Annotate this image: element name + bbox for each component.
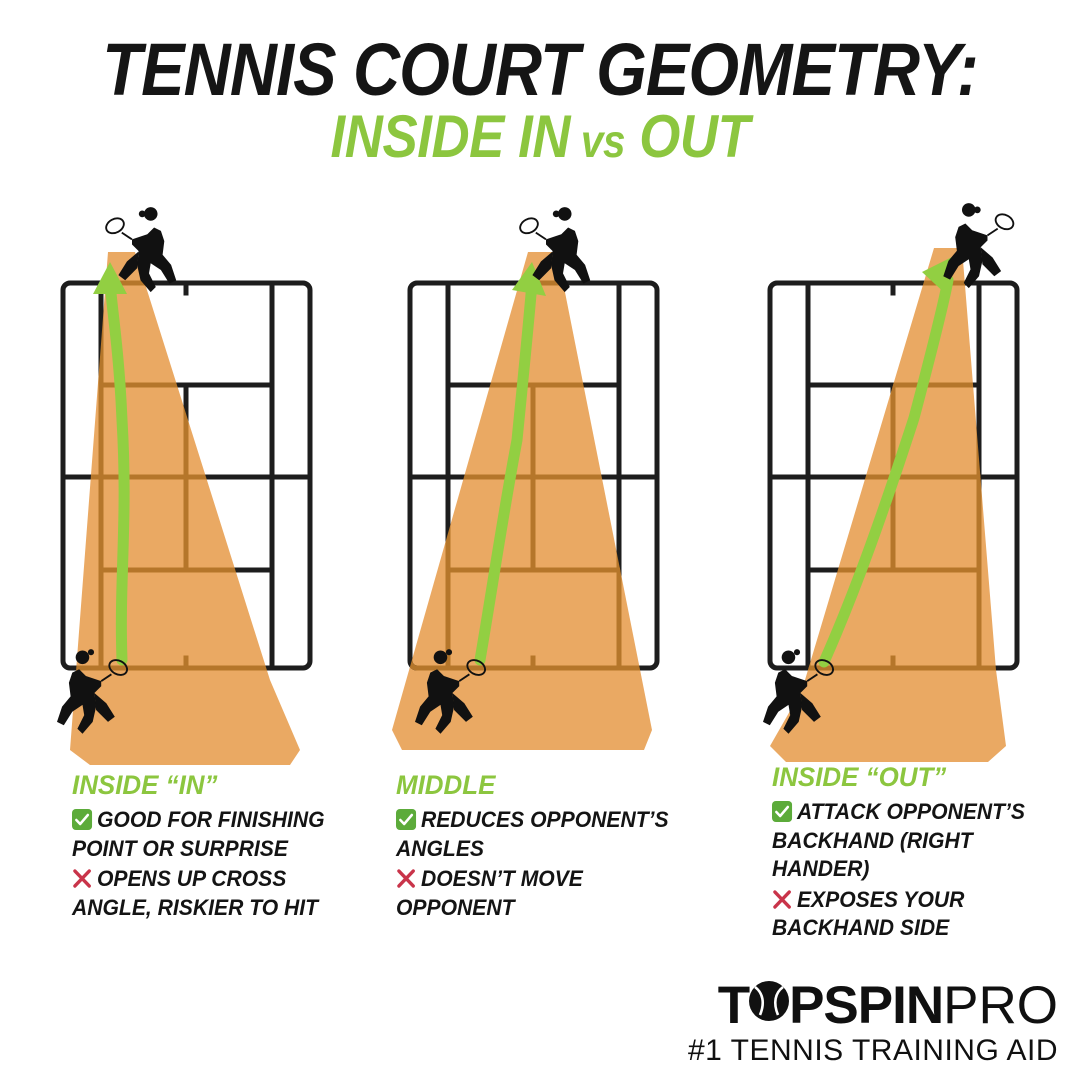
pro-bullet: GOOD FOR FINISHING POINT OR SURPRISE [72,806,360,863]
title-vs-word: vs [580,115,626,168]
cross-icon [396,868,416,889]
title-line-secondary: INSIDE IN vs OUT [65,105,1015,169]
column-heading: MIDDLE [396,770,496,800]
shot-path-arrow [474,276,538,666]
logo-brand-bold-a: T [717,976,750,1035]
pro-bullet: ATTACK OPPONENT’S BACKHAND (RIGHT HANDER… [772,798,1060,884]
con-bullet: EXPOSES YOUR BACKHAND SIDE [772,886,1060,943]
page-title: TENNIS COURT GEOMETRY: INSIDE IN vs OUT [0,28,1080,169]
opponent-player-silhouette [519,207,591,293]
shot-arrow-head [922,256,954,296]
logo-tagline: #1 TENNIS TRAINING AID [688,1034,1058,1067]
hitting-player-silhouette [763,649,834,734]
opponent-player-silhouette [943,203,1015,289]
middle-text-block: MIDDLE REDUCES OPPONENT’S ANGLES DOESN’T… [396,770,696,924]
cross-icon [72,868,92,889]
shot-path-arrow [818,274,954,668]
shot-arrow-head [512,262,546,296]
title-out: OUT [639,103,750,171]
logo-brand-bold-b: PSPIN [789,976,944,1035]
pro-bullet-text: REDUCES OPPONENT’S ANGLES [396,807,669,861]
inside-out-court [706,190,1080,770]
logo-brand-light: PRO [943,976,1058,1035]
con-bullet-text: OPENS UP CROSS ANGLE, RISKIER TO HIT [72,866,319,920]
inside-in-text-block: INSIDE “IN” GOOD FOR FINISHING POINT OR … [72,770,372,924]
shot-path-arrow [104,276,130,666]
title-line-primary: TENNIS COURT GEOMETRY: [102,28,978,111]
con-bullet-text: EXPOSES YOUR BACKHAND SIDE [772,886,965,941]
con-bullet-text: DOESN’T MOVE OPPONENT [396,866,583,920]
column-heading: INSIDE “OUT” [772,762,947,792]
title-vs [570,115,581,167]
check-icon [396,809,417,830]
title-inside-in: INSIDE IN [330,103,571,171]
title-spacer [625,103,639,170]
hitting-player-silhouette [415,649,486,734]
tennis-ball-icon [747,979,791,1032]
inside-in-court [0,190,374,770]
con-bullet: OPENS UP CROSS ANGLE, RISKIER TO HIT [72,865,360,922]
shot-cone-area [392,252,652,750]
shot-arrow-head [93,262,127,294]
con-bullet: DOESN’T MOVE OPPONENT [396,865,684,922]
cross-icon [772,889,792,910]
pro-bullet: REDUCES OPPONENT’S ANGLES [396,806,684,863]
check-icon [772,801,793,822]
middle-court [352,190,726,770]
column-heading: INSIDE “IN” [72,770,218,800]
pro-bullet-text: ATTACK OPPONENT’S BACKHAND (RIGHT HANDER… [772,799,1025,882]
check-icon [72,809,93,830]
pro-bullet-text: GOOD FOR FINISHING POINT OR SURPRISE [72,807,325,861]
opponent-player-silhouette [105,207,177,293]
hitting-player-silhouette [57,649,128,734]
inside-out-text-block: INSIDE “OUT” ATTACK OPPONENT’S BACKHAND … [772,762,1072,945]
